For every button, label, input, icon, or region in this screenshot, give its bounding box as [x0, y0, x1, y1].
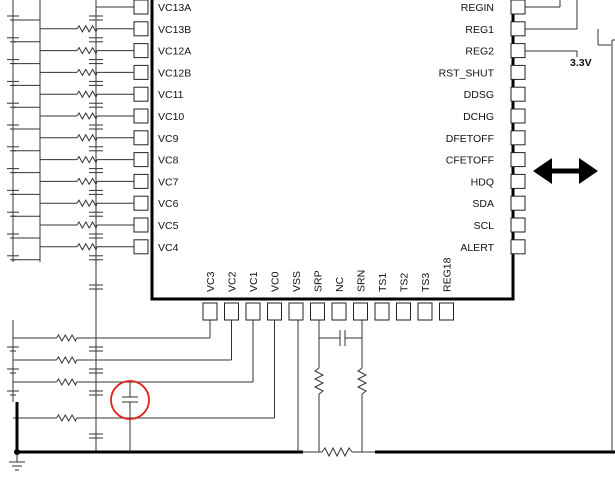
right-pin-label: CFETOFF: [446, 155, 494, 167]
right-pin-label: DDSG: [464, 89, 494, 101]
pin-box: [310, 302, 325, 321]
left-pin-label: VC7: [158, 176, 179, 188]
pin-box: [439, 302, 454, 321]
right-pin-label: HDQ: [471, 176, 494, 188]
pin-box: [510, 108, 526, 124]
pin-box: [133, 86, 149, 102]
supply-voltage-label: 3.3V: [570, 57, 592, 69]
pin-box: [374, 302, 390, 321]
left-pin-label: VC10: [158, 111, 184, 123]
pin-box: [202, 302, 218, 321]
pin-box: [288, 302, 304, 321]
right-pin-label: SDA: [472, 198, 494, 210]
bottom-pin-label: TS2: [399, 273, 411, 292]
ic-body: [150, 0, 515, 301]
pin-box: [133, 108, 149, 124]
ground-junction-dot: [14, 449, 20, 455]
left-pin-label: VC8: [158, 155, 179, 167]
pin-box: [417, 302, 433, 321]
bottom-pin-label: TS1: [377, 273, 389, 292]
pin-box: [133, 173, 149, 189]
pin-box: [510, 239, 526, 255]
left-pin-label: VC12B: [158, 67, 191, 79]
highlighted-capacitor: [122, 382, 138, 452]
pin-box: [133, 217, 149, 233]
right-pin-label: SCL: [474, 220, 495, 232]
srp-srn-filter: [313, 320, 368, 452]
bottom-pin-label: SRP: [313, 270, 325, 292]
double-headed-arrow-icon: [533, 158, 598, 184]
pin-box: [133, 43, 149, 59]
bottom-pin-label: VSS: [291, 271, 303, 292]
pin-box: [510, 152, 526, 168]
left-pin-label: VC13A: [158, 2, 191, 14]
pin-box: [510, 0, 526, 15]
right-pin-label: REG1: [465, 24, 494, 36]
pin-box: [510, 130, 526, 146]
bottom-pin-label: VC1: [248, 271, 260, 292]
right-pin-label: DFETOFF: [446, 133, 494, 145]
pin-box: [510, 21, 526, 37]
right-pin-label: DCHG: [463, 111, 494, 123]
pin-box: [133, 64, 149, 80]
pin-box: [510, 43, 526, 59]
left-pin-label: VC6: [158, 198, 179, 210]
pin-box: [133, 239, 149, 255]
bottom-pin-label: VC3: [205, 271, 217, 292]
bottom-pin-label: VC2: [227, 271, 239, 292]
left-pin-label: VC4: [158, 242, 179, 254]
pin-box: [133, 130, 149, 146]
pin-box: [267, 302, 282, 321]
bottom-pin-label: REG18: [442, 257, 454, 292]
left-pin-label: VC11: [158, 89, 184, 101]
pin-box: [396, 302, 411, 321]
left-pin-label: VC13B: [158, 24, 191, 36]
bottom-pin-label: VC0: [270, 271, 282, 292]
right-pin-label: REG2: [465, 46, 494, 58]
left-pin-label: VC5: [158, 220, 179, 232]
pin-box: [133, 195, 149, 211]
left-pin-label: VC9: [158, 133, 179, 145]
bottom-pin-label: SRN: [356, 270, 368, 292]
bottom-pin-label: TS3: [420, 273, 432, 292]
left-pin-label: VC12A: [158, 46, 191, 58]
cell-input-network: [7, 0, 275, 452]
pin-box: [224, 302, 239, 321]
pin-box: [510, 217, 526, 233]
pin-box: [510, 64, 526, 80]
pin-box: [133, 21, 149, 37]
left-pin-column: VC13A VC13B VC12A VC12B VC11VC10VC9VC8VC7VC6…: [133, 0, 191, 255]
pin-box: [133, 0, 149, 15]
pin-box: [510, 195, 526, 211]
sense-resistor: [303, 446, 375, 458]
pin-box: [245, 302, 261, 321]
right-pin-label: ALERT: [460, 242, 494, 254]
bottom-pin-label: NC: [334, 276, 346, 292]
bottom-pin-row: VC3 VC2 VC1 VC0 VSS SRP NC SRN TS1 TS2 TS3 REG18: [202, 257, 454, 321]
pin-box: [353, 302, 368, 321]
pin-box: [133, 152, 149, 168]
pin-box: [510, 86, 526, 102]
right-pin-label: RST_SHUT: [439, 67, 495, 79]
highlight-circle: [110, 380, 150, 420]
pin-box: [510, 173, 526, 189]
pin-box: [331, 302, 347, 321]
right-pin-label: REGIN: [461, 2, 494, 14]
